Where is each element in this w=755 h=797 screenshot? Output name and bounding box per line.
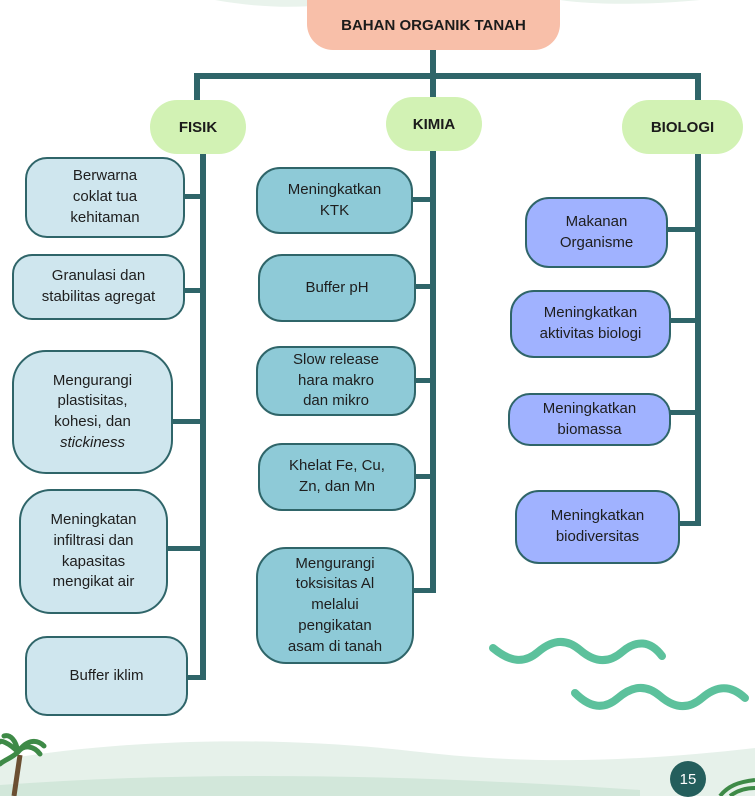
squiggle-decoration (489, 638, 666, 664)
biologi-stub-4 (678, 521, 698, 526)
branch-biologi-header: BIOLOGI (622, 100, 743, 154)
fisik-item-buffer-iklim: Buffer iklim (25, 636, 188, 716)
kimia-spine (430, 147, 436, 593)
fisik-stub-1 (183, 194, 203, 199)
biologi-stub-2 (669, 318, 698, 323)
root-node-title: BAHAN ORGANIK TANAH (307, 0, 560, 50)
squiggle-decoration-2 (571, 684, 749, 710)
kimia-stub-2 (414, 284, 433, 289)
fisik-drop-connector (194, 73, 200, 105)
plant-leaves-icon (718, 778, 755, 796)
kimia-stub-4 (414, 474, 433, 479)
palm-tree-icon (0, 733, 47, 796)
kimia-stub-1 (411, 197, 433, 202)
kimia-drop-connector (430, 73, 436, 99)
fisik-stub-4 (166, 546, 203, 551)
horizontal-connector (194, 73, 701, 79)
kimia-item-khelat: Khelat Fe, Cu,Zn, dan Mn (258, 443, 416, 511)
branch-fisik-header: FISIK (150, 100, 246, 154)
kimia-stub-3 (414, 378, 433, 383)
fisik-stub-3 (171, 419, 203, 424)
fisik-spine (200, 150, 206, 680)
kimia-stub-5 (412, 588, 433, 593)
fisik-stub-5 (186, 675, 203, 680)
top-wave-shape-right (560, 0, 700, 4)
page-number-badge: 15 (670, 761, 706, 797)
branch-kimia-header: KIMIA (386, 97, 482, 151)
biologi-spine (695, 150, 701, 526)
bottom-hill-shape-front (0, 775, 640, 796)
fisik-stub-2 (183, 288, 203, 293)
kimia-item-buffer-ph: Buffer pH (258, 254, 416, 322)
biologi-stub-1 (666, 227, 698, 232)
biologi-stub-3 (669, 410, 698, 415)
biologi-drop-connector (695, 73, 701, 105)
trunk-connector (430, 48, 436, 76)
